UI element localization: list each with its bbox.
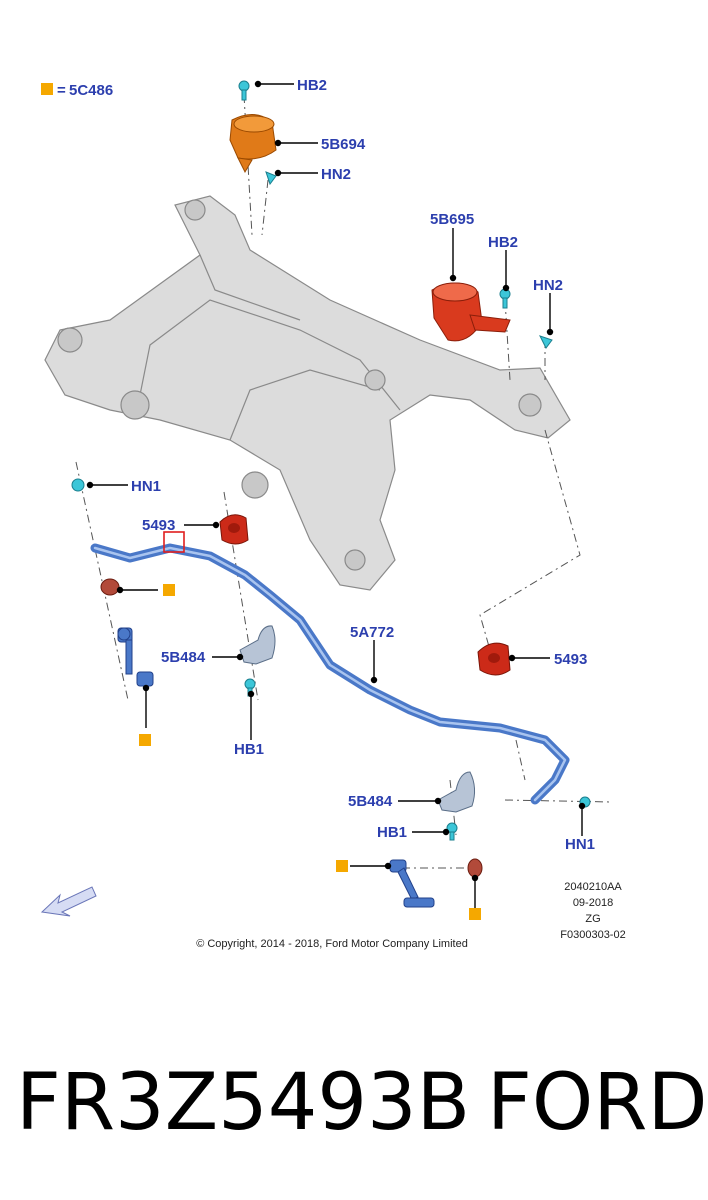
brand-name: FORD [487,1058,708,1148]
bushing-5493-left [219,514,249,545]
info-line-1: 2040210AA [564,881,622,893]
label-5a772: 5A772 [350,624,394,641]
label-5b484-right: 5B484 [348,793,393,810]
label-hb2-top: HB2 [297,77,327,94]
label-hb1-left: HB1 [234,741,264,758]
part-number: FR3Z5493B [16,1058,471,1148]
direction-arrow-icon [40,886,97,917]
label-5b484-left: 5B484 [161,649,206,666]
mount-5b694 [229,114,277,174]
label-hn1-right: HN1 [565,836,595,853]
label-hn2-right: HN2 [533,277,563,294]
footer-caption: FR3Z5493B FORD [0,1040,708,1180]
legend-markers [139,584,481,920]
label-5493-right: 5493 [554,651,587,668]
label-5b694: 5B694 [321,136,366,153]
link-rod-right [389,859,435,908]
highlight-box [163,531,185,553]
parts-diagram: = 5C486 [40,77,626,950]
link-rod-left [117,627,154,687]
label-hn2-top: HN2 [321,166,351,183]
label-hb2-right: HB2 [488,234,518,251]
info-line-2: 09-2018 [573,897,613,909]
label-5b695: 5B695 [430,211,474,228]
legend-swatch [41,83,53,95]
label-5493-left: 5493 [142,517,175,534]
bushing-5493-right [477,642,511,676]
legend-equals: = [57,82,66,99]
label-hb1-right: HB1 [377,824,407,841]
mount-5b695 [431,282,511,342]
bracket-5b484-left [239,625,276,665]
info-line-3: ZG [585,913,600,925]
rear-subframe [44,195,571,591]
copyright-notice: © Copyright, 2014 - 2018, Ford Motor Com… [196,938,468,950]
info-line-4: F0300303-02 [560,929,625,941]
legend-code: 5C486 [69,82,113,99]
leader-lines [86,80,586,908]
info-block: 2040210AA 09-2018 ZG F0300303-02 [560,881,625,941]
bracket-5b484-right [437,771,476,813]
label-hn1-left: HN1 [131,478,161,495]
